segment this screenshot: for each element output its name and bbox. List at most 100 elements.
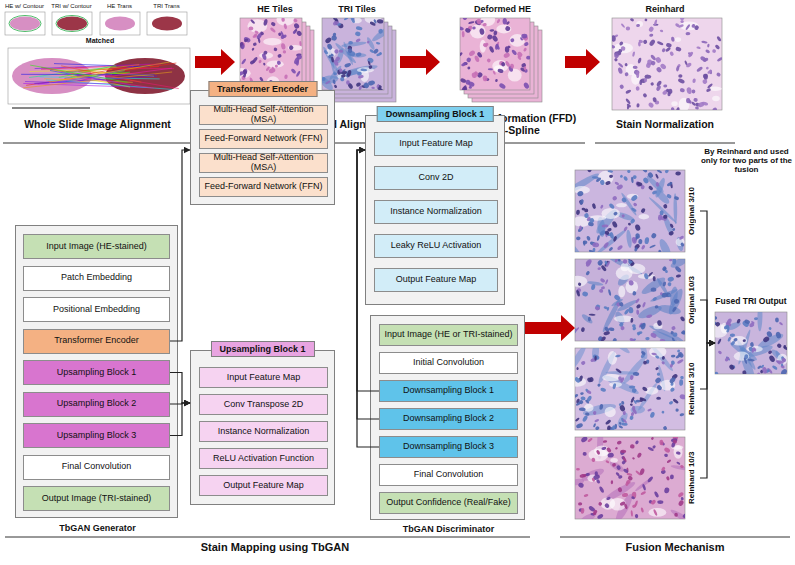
nucleus <box>526 55 530 59</box>
nucleus <box>614 259 619 263</box>
tissue-contour <box>9 16 41 32</box>
nucleus <box>638 39 643 43</box>
nucleus <box>482 23 487 27</box>
nucleus <box>348 48 353 53</box>
nucleus <box>654 19 658 26</box>
nucleus <box>658 249 662 252</box>
nucleus <box>299 41 302 46</box>
nucleus <box>597 259 604 266</box>
nucleus <box>627 170 631 173</box>
nucleus <box>257 38 260 44</box>
connector-line <box>170 403 190 404</box>
nucleus <box>596 450 601 456</box>
nucleus <box>716 36 722 42</box>
nucleus <box>355 31 361 36</box>
nucleus <box>636 309 639 315</box>
nucleus <box>669 376 677 384</box>
layer-box: Input Feature Map <box>199 367 328 388</box>
nucleus <box>636 24 640 28</box>
nucleus <box>576 209 581 215</box>
nucleus <box>586 390 592 395</box>
nucleus <box>692 89 696 93</box>
nucleus <box>628 307 633 314</box>
nucleus <box>479 28 485 35</box>
nucleus <box>639 468 645 476</box>
nucleus <box>506 21 510 25</box>
nucleus <box>358 75 364 79</box>
nucleus <box>632 291 637 296</box>
lumen <box>638 274 655 279</box>
nucleus <box>621 422 627 425</box>
nucleus <box>592 242 599 248</box>
nucleus <box>649 244 656 249</box>
slide-thumbnail <box>5 12 45 35</box>
nucleus <box>334 49 340 55</box>
nucleus <box>510 63 515 68</box>
layer-box: Transformer Encoder <box>23 329 170 354</box>
nucleus <box>680 316 685 322</box>
nucleus <box>685 24 691 31</box>
nucleus <box>626 26 630 30</box>
connector-line <box>700 211 715 343</box>
nucleus <box>685 62 692 68</box>
lumen <box>610 458 617 463</box>
nucleus <box>511 49 517 56</box>
connector-line <box>170 373 190 404</box>
nucleus <box>296 70 301 77</box>
slide-tissue <box>57 17 87 31</box>
nucleus <box>608 203 615 210</box>
nucleus <box>671 107 675 110</box>
tissue-texture <box>575 170 685 252</box>
nucleus <box>664 453 669 457</box>
nucleus <box>672 398 679 404</box>
nucleus <box>290 68 296 74</box>
nucleus <box>642 170 648 173</box>
node-heading: TRI Tiles <box>317 4 397 14</box>
nucleus <box>275 65 279 68</box>
nucleus <box>348 41 353 45</box>
nucleus <box>580 508 584 514</box>
nucleus <box>666 193 672 199</box>
box-label: Input Image (HE or TRI-stained) <box>382 330 516 340</box>
node-heading: TbGAN Discriminator <box>371 524 526 534</box>
nucleus <box>619 425 624 429</box>
layer-box: Conv Transpose 2D <box>199 394 328 415</box>
node-heading: HE Trans <box>95 3 144 10</box>
nucleus <box>593 423 597 428</box>
nucleus <box>647 171 654 178</box>
nucleus <box>607 228 612 233</box>
nucleus <box>614 57 619 62</box>
nucleus <box>630 375 634 380</box>
nucleus <box>669 223 674 228</box>
tissue-images <box>5 12 788 528</box>
nucleus <box>297 54 302 59</box>
layer-box: Downsampling Block 3 <box>379 436 518 458</box>
nucleus <box>248 26 253 30</box>
nucleus <box>646 314 653 319</box>
nucleus <box>652 97 657 103</box>
nucleus <box>461 85 468 90</box>
nucleus <box>578 502 582 505</box>
nucleus <box>640 350 646 355</box>
nucleus <box>682 513 685 518</box>
layer-box: Feed-Forward Network (FFN) <box>199 129 328 149</box>
nucleus <box>733 338 738 343</box>
tissue-image <box>575 170 685 252</box>
nucleus <box>254 30 259 34</box>
tissue-image <box>460 18 530 90</box>
nucleus <box>593 512 597 515</box>
nucleus <box>609 175 613 179</box>
collagen-fiber <box>649 348 674 372</box>
nucleus <box>636 86 640 91</box>
nucleus <box>630 207 637 213</box>
nucleus <box>607 452 614 458</box>
nucleus <box>622 418 628 424</box>
tissue-texture <box>322 18 384 90</box>
collagen-fiber <box>626 229 633 248</box>
layer-box: Instance Normalization <box>199 421 328 442</box>
nucleus <box>639 397 646 402</box>
nucleus <box>728 364 735 371</box>
nucleus <box>270 27 277 33</box>
nucleus <box>595 304 601 311</box>
nucleus <box>578 482 585 488</box>
